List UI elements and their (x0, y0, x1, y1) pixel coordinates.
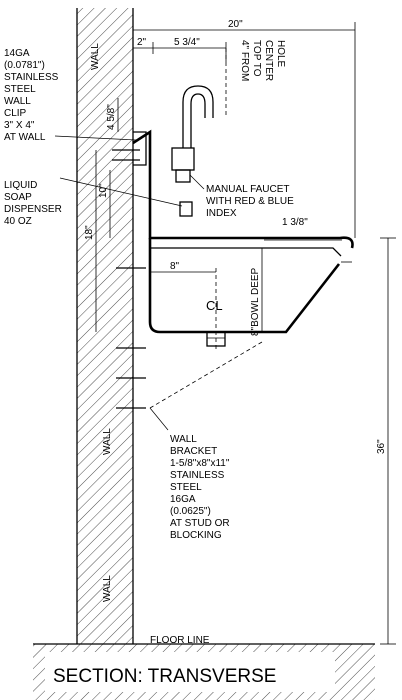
wall-bracket-outline (149, 341, 263, 409)
dimension-lines-left (95, 98, 119, 332)
dim-10in: 10" (98, 183, 109, 198)
svg-text:INDEX: INDEX (206, 208, 237, 219)
svg-text:4" FROM: 4" FROM (239, 40, 250, 81)
svg-text:AT STUD OR: AT STUD OR (170, 518, 230, 529)
svg-text:TOP TO: TOP TO (251, 40, 262, 77)
wall-label-bottom: WALL (102, 575, 113, 602)
wall-label-mid: WALL (102, 428, 113, 455)
svg-text:WALL: WALL (170, 434, 197, 445)
svg-text:WITH RED & BLUE: WITH RED & BLUE (206, 196, 294, 207)
floor-line-label: FLOOR LINE (150, 635, 210, 646)
wall-clip (133, 131, 147, 166)
svg-text:SOAP: SOAP (4, 192, 32, 203)
svg-text:1-5/8"x8"x11": 1-5/8"x8"x11" (170, 458, 230, 469)
fasteners (112, 149, 146, 409)
svg-text:LIQUID: LIQUID (4, 180, 37, 191)
sink-body (132, 129, 354, 334)
faucet (171, 85, 214, 183)
centerline-symbol: CL (206, 298, 223, 313)
svg-text:14GA: 14GA (4, 48, 30, 59)
svg-text:STAINLESS: STAINLESS (4, 72, 59, 83)
svg-text:AT WALL: AT WALL (4, 132, 46, 143)
svg-text:CLIP: CLIP (4, 108, 27, 119)
floor-slab (33, 643, 375, 700)
svg-text:BLOCKING: BLOCKING (170, 530, 222, 541)
callout-soap-dispenser: LIQUID SOAP DISPENSER 40 OZ (4, 177, 183, 227)
bowl-deep-label: 8"BOWL DEEP (250, 267, 261, 336)
dim-4-5-8: 4 5/8" (106, 104, 117, 130)
wall-label-top: WALL (90, 43, 101, 70)
callout-wall-clip: 14GA (0.0781") STAINLESS STEEL WALL CLIP… (4, 48, 137, 143)
svg-text:WALL: WALL (4, 96, 31, 107)
svg-text:DISPENSER: DISPENSER (4, 204, 62, 215)
svg-text:(0.0625"): (0.0625") (170, 506, 211, 517)
callout-faucet: MANUAL FAUCET WITH RED & BLUE INDEX (189, 174, 294, 219)
dim-overall-depth: 20" (228, 19, 243, 30)
dim-36in: 36" (376, 439, 387, 454)
svg-text:HOLE: HOLE (275, 40, 286, 68)
svg-text:STEEL: STEEL (4, 84, 36, 95)
dim-8in: 8" (170, 261, 180, 272)
wall-section (76, 8, 134, 644)
dimension-lines-bowl (150, 248, 263, 332)
callout-wall-bracket: WALL BRACKET 1-5/8"x8"x11" STAINLESS STE… (149, 407, 230, 541)
svg-text:MANUAL FAUCET: MANUAL FAUCET (206, 184, 290, 195)
dim-18in: 18" (84, 225, 95, 240)
top-note: 4" FROM TOP TO CENTER HOLE (239, 40, 286, 81)
svg-text:16GA: 16GA (170, 494, 196, 505)
dimension-lines-top (132, 22, 356, 238)
soap-dispenser (179, 201, 193, 217)
dimension-lines-rim (264, 237, 396, 645)
svg-text:STAINLESS: STAINLESS (170, 470, 225, 481)
svg-text:CENTER: CENTER (263, 40, 274, 81)
svg-text:40 OZ: 40 OZ (4, 216, 32, 227)
dim-2in: 2" (137, 37, 147, 48)
dim-5-3-4: 5 3/4" (174, 37, 200, 48)
svg-text:BRACKET: BRACKET (170, 446, 217, 457)
svg-text:STEEL: STEEL (170, 482, 202, 493)
section-title: SECTION: TRANSVERSE (53, 666, 276, 687)
dim-1-3-8: 1 3/8" (282, 217, 308, 228)
svg-text:(0.0781"): (0.0781") (4, 60, 45, 71)
svg-text:3" X 4": 3" X 4" (4, 120, 35, 131)
